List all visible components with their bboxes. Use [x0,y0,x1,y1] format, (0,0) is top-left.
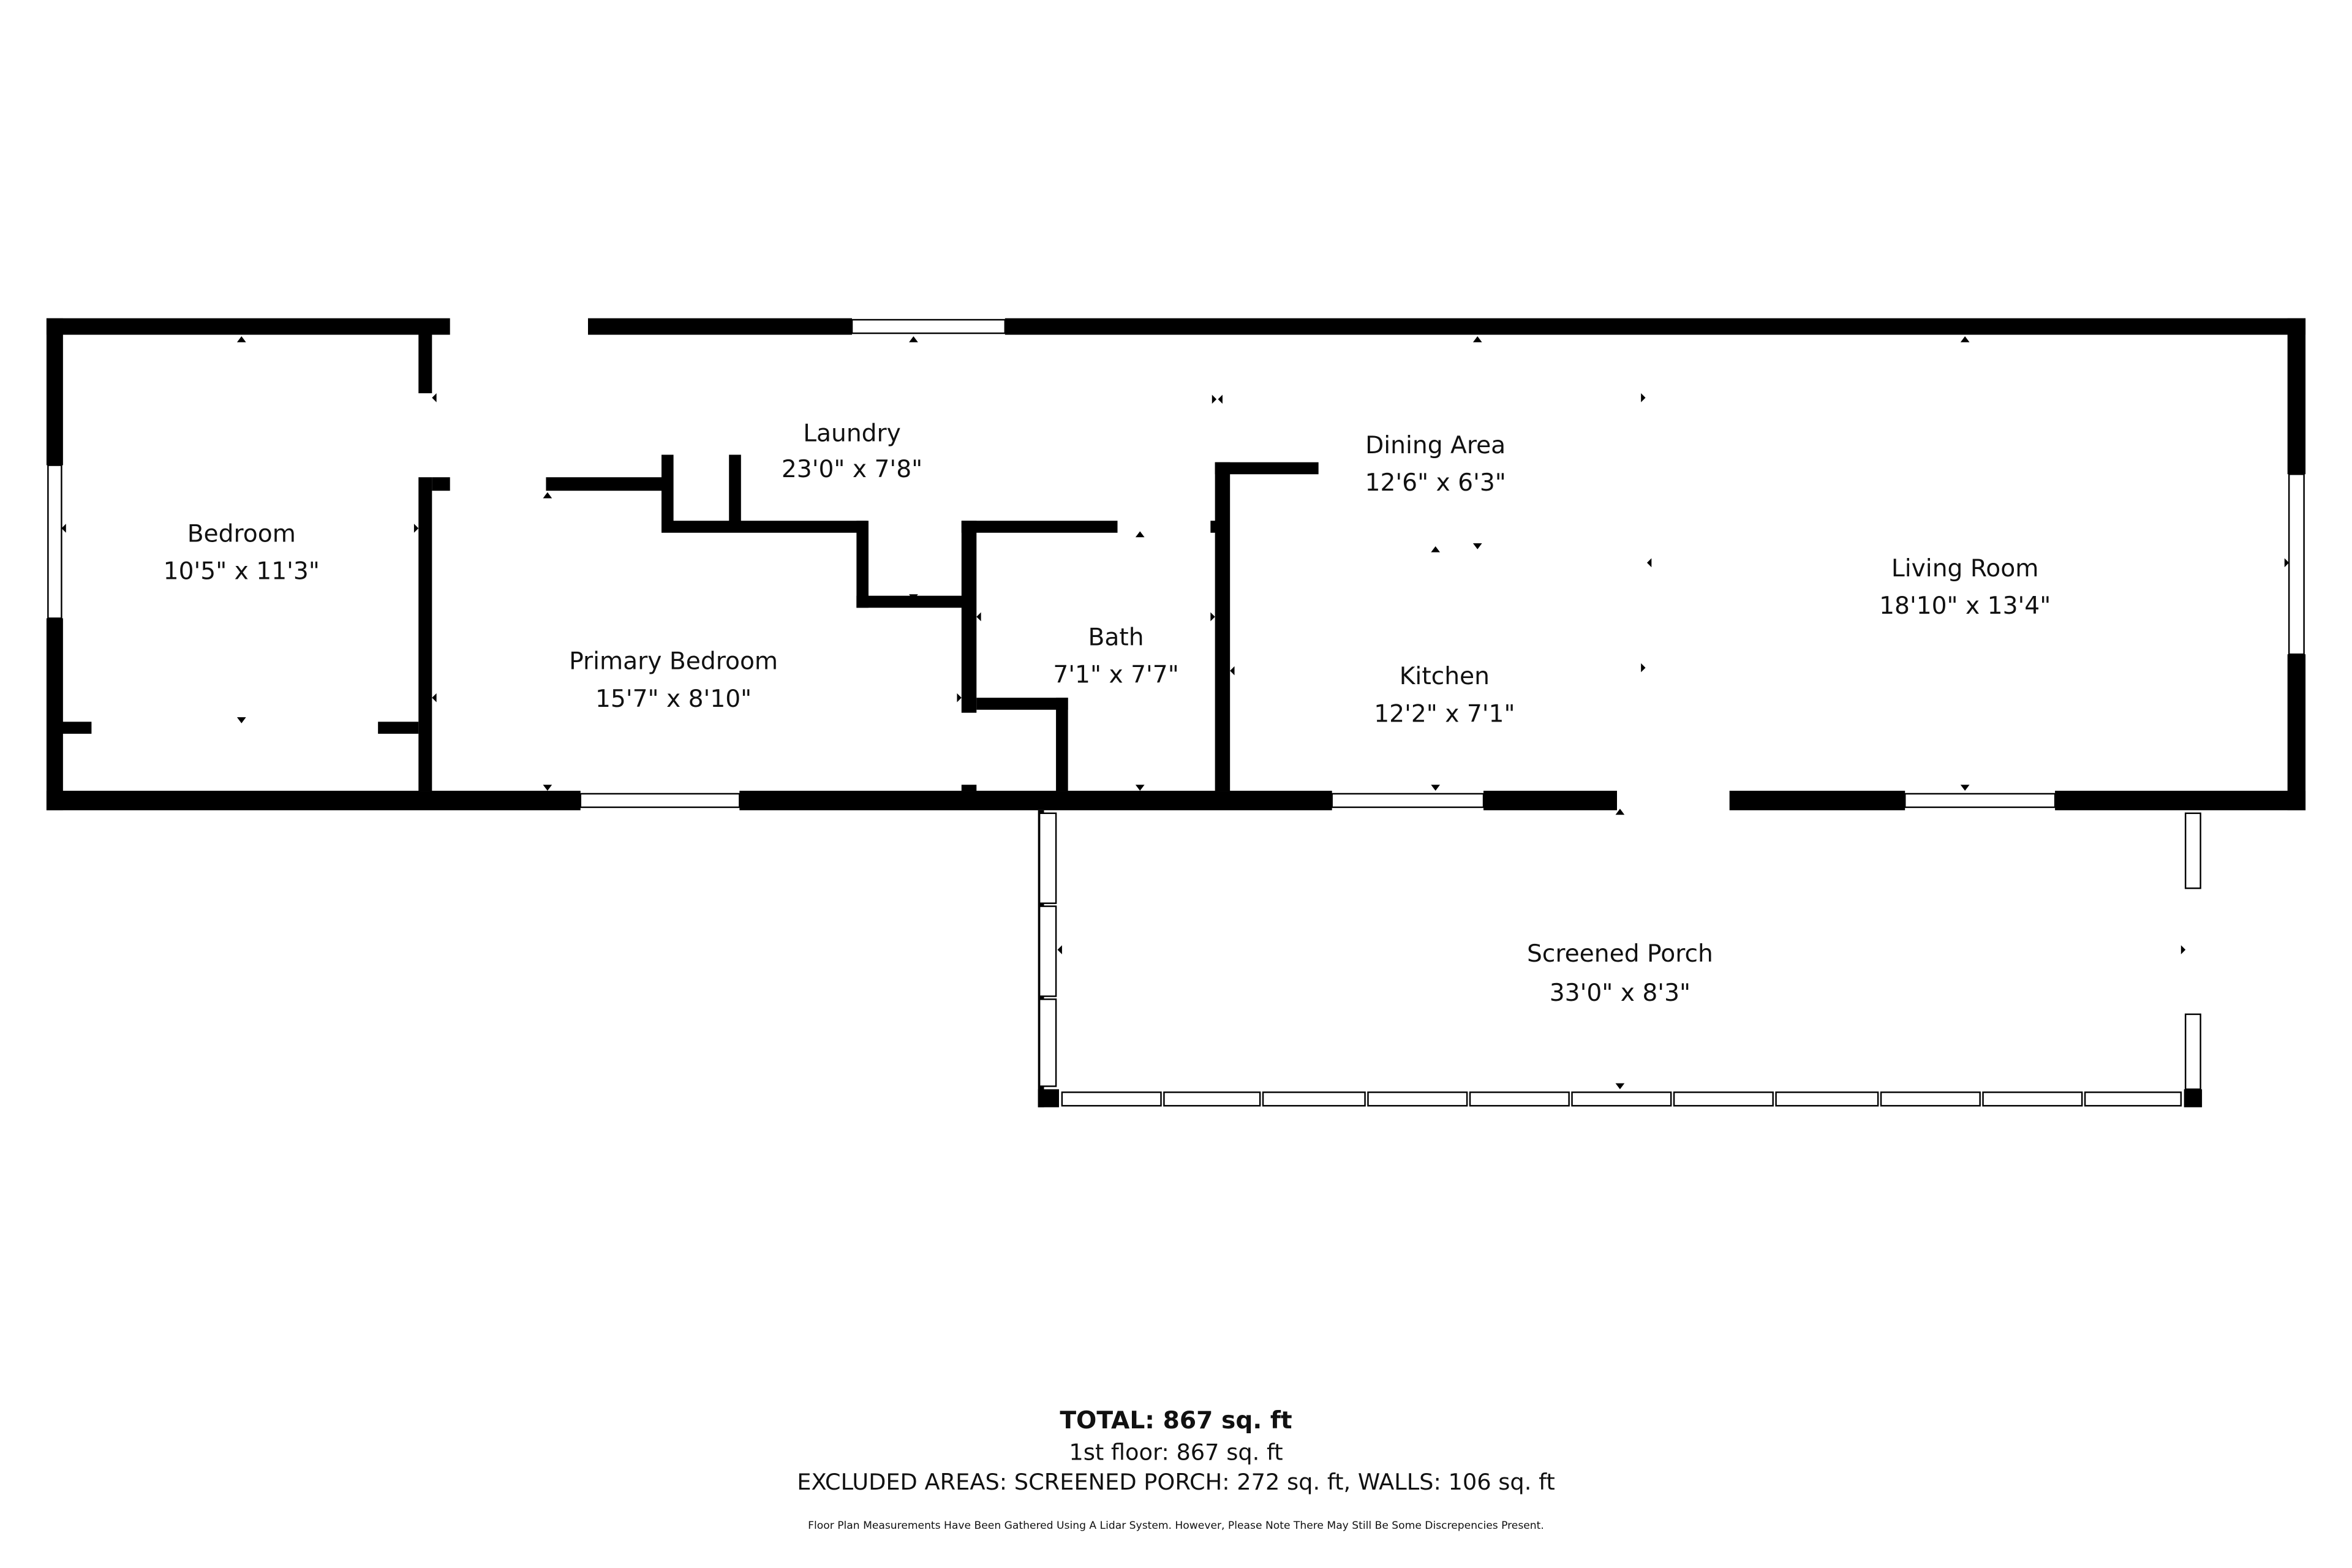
dimension-markers [61,336,2290,1090]
room-name: Kitchen [1400,663,1490,690]
room-name: Living Room [1891,555,2038,582]
disclaimer: Floor Plan Measurements Have Been Gather… [808,1520,1544,1532]
room-dims: 15'7" x 8'10" [595,685,752,713]
room-living-room: Living Room 18'10" x 13'4" [1879,555,2051,620]
room-dims: 7'1" x 7'7" [1053,662,1178,689]
room-dining-area: Dining Area 12'6" x 6'3" [1365,432,1506,497]
room-name: Bath [1088,624,1144,651]
room-name: Dining Area [1365,432,1506,459]
room-name: Screened Porch [1527,940,1713,968]
room-laundry: Laundry 23'0" x 7'8" [782,420,922,483]
area-summary: TOTAL: 867 sq. ft 1st floor: 867 sq. ft … [797,1407,1555,1532]
windows [47,318,2305,1107]
room-dims: 23'0" x 7'8" [782,456,922,483]
room-bedroom: Bedroom 10'5" x 11'3" [164,520,320,585]
room-dims: 33'0" x 8'3" [1550,979,1691,1007]
walls [46,318,2306,1107]
room-name: Bedroom [187,520,296,548]
room-dims: 12'6" x 6'3" [1365,469,1506,497]
room-screened-porch: Screened Porch 33'0" x 8'3" [1527,940,1713,1007]
room-name: Laundry [803,420,901,447]
room-bath: Bath 7'1" x 7'7" [1053,624,1178,688]
room-dims: 12'2" x 7'1" [1374,700,1515,728]
floor-area: 1st floor: 867 sq. ft [1069,1439,1283,1465]
room-primary-bedroom: Primary Bedroom 15'7" x 8'10" [569,648,778,713]
total-area: TOTAL: 867 sq. ft [1060,1407,1292,1434]
room-dims: 18'10" x 13'4" [1879,592,2051,620]
room-name: Primary Bedroom [569,648,778,676]
room-dims: 10'5" x 11'3" [164,558,320,586]
excluded-areas: EXCLUDED AREAS: SCREENED PORCH: 272 sq. … [797,1469,1555,1495]
room-kitchen: Kitchen 12'2" x 7'1" [1374,663,1515,728]
